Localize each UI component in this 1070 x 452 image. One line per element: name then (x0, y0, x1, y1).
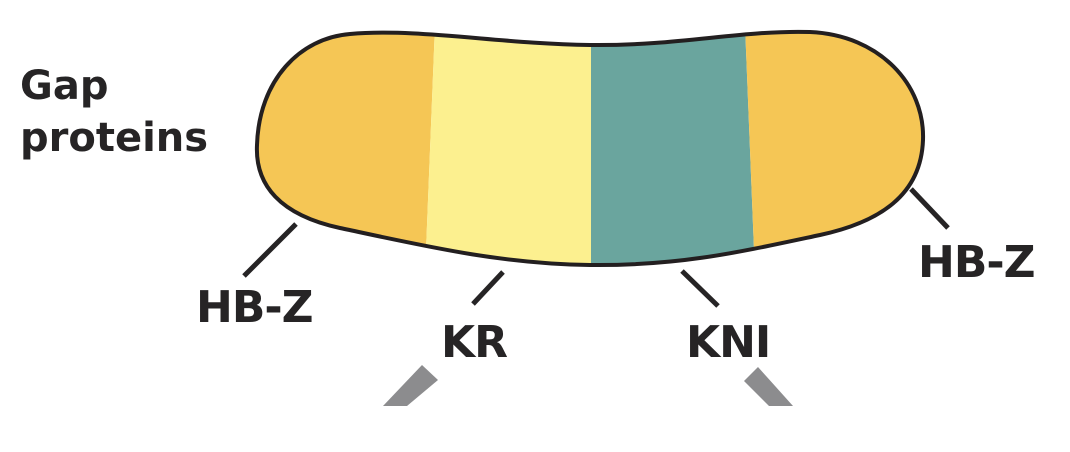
connector-bar-right (744, 367, 793, 406)
leader-line-hbz-left (242, 222, 298, 278)
connector-bar-left (383, 365, 438, 406)
label-hbz-posterior: HB-Z (918, 237, 1036, 288)
title-line-2: proteins (20, 115, 209, 161)
band-hbz-posterior (744, 31, 924, 266)
band-hbz-anterior (256, 31, 436, 266)
diagram-title: Gap proteins (20, 60, 208, 164)
title-line-1: Gap (20, 63, 109, 109)
leader-line-kni (680, 269, 720, 308)
label-hbz-anterior: HB-Z (196, 282, 314, 333)
embryo-outline (254, 29, 926, 268)
leader-line-kr (471, 270, 505, 306)
label-kr: KR (441, 317, 508, 368)
band-kni (591, 31, 756, 266)
leader-line-hbz-right (909, 187, 950, 230)
label-kni: KNI (686, 317, 771, 368)
band-kr (424, 31, 591, 266)
